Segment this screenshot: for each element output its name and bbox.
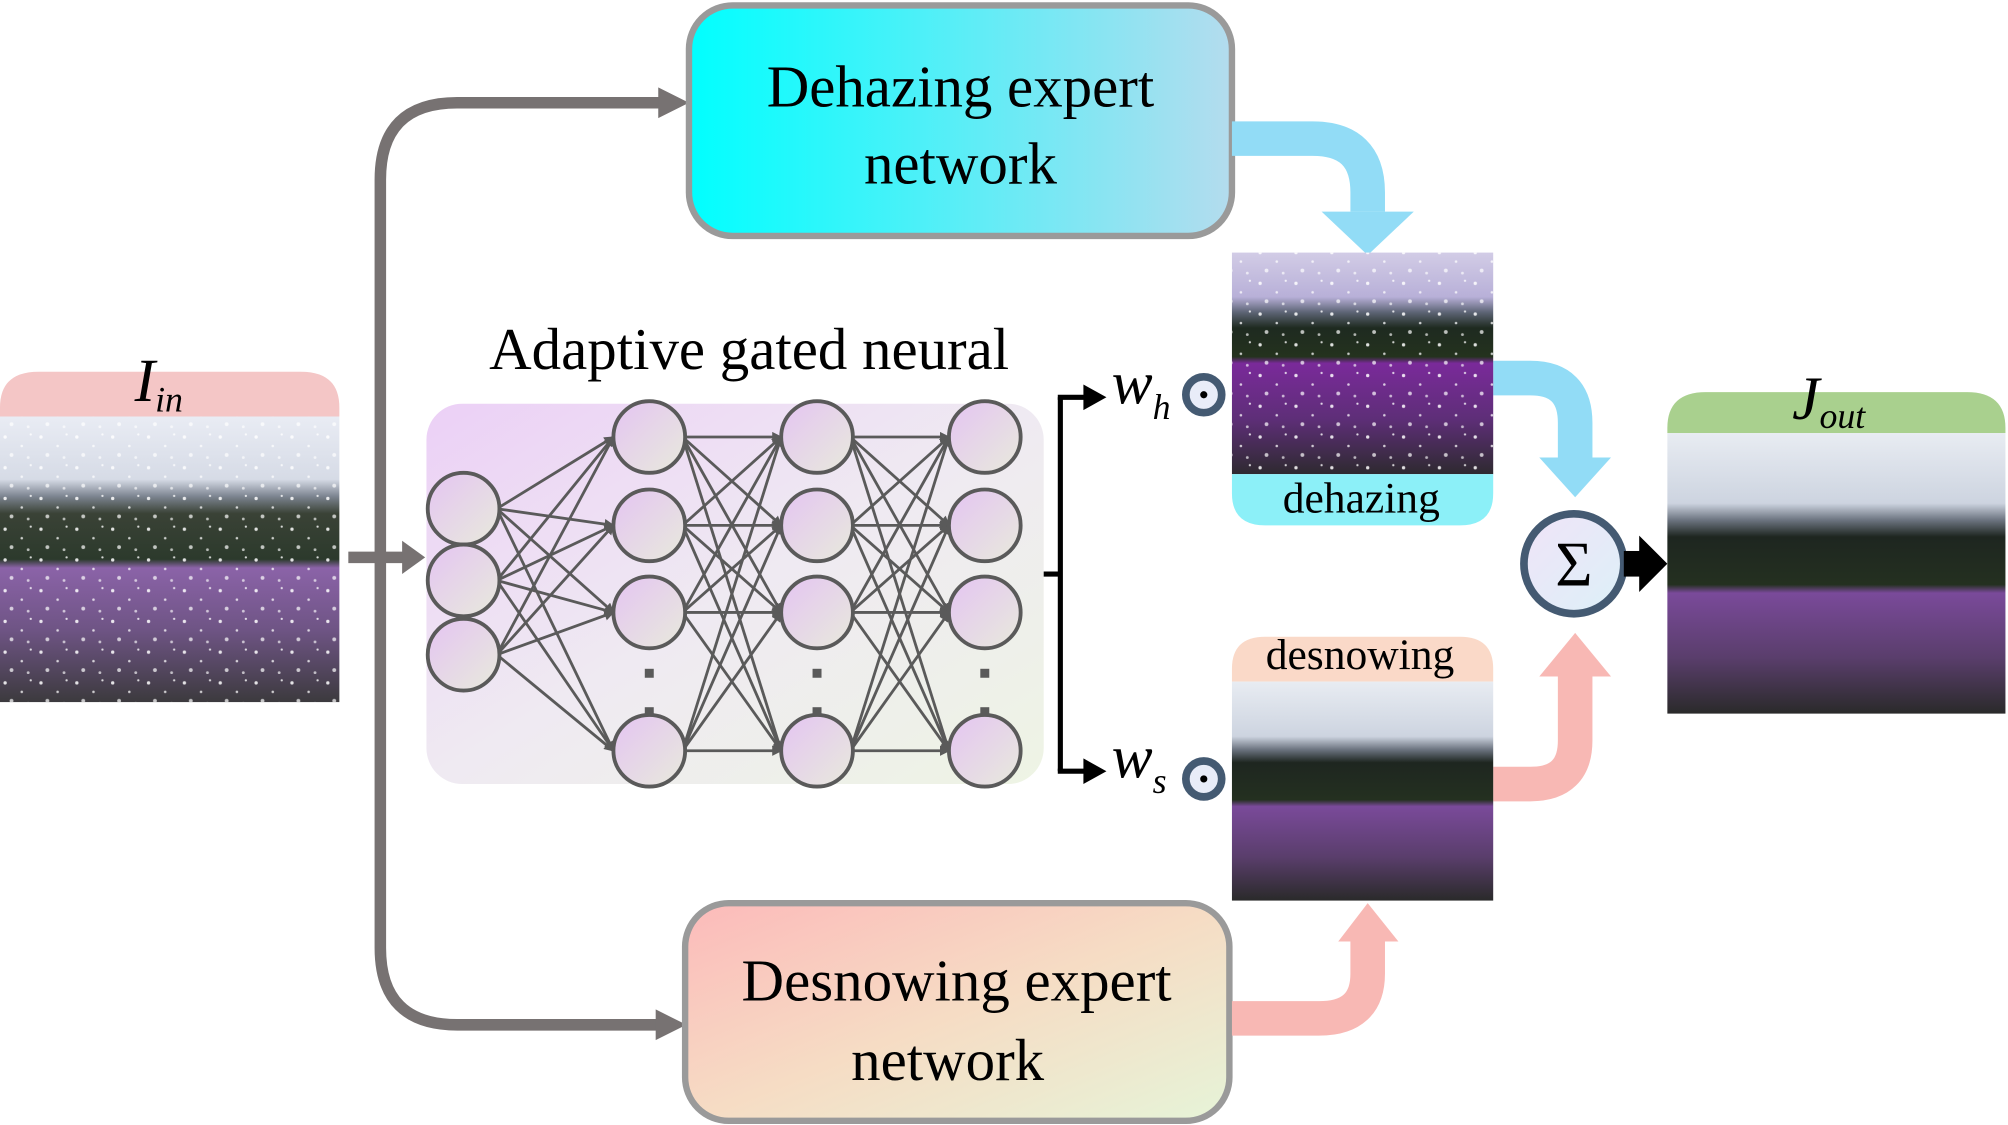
arrowhead-to-desnowing — [655, 1009, 687, 1041]
route-to-desnowing — [374, 557, 664, 1031]
dehazing-expert-label-line1: Dehazing expert — [767, 55, 1155, 120]
nn-edge — [496, 507, 615, 530]
nn-edge — [495, 507, 615, 614]
arrowhead-ws — [1083, 758, 1107, 785]
nn-node — [947, 574, 1023, 651]
output-photo — [1667, 433, 2006, 714]
dehazing-flow-arrows — [1231, 121, 1593, 462]
nn-edge — [848, 435, 952, 752]
hadamard-operator-snow — [1182, 757, 1226, 801]
nn-node — [611, 574, 688, 651]
nn-ellipsis-dot — [812, 707, 822, 717]
nn-node — [779, 399, 855, 475]
weight-haze: wh — [1112, 350, 1171, 427]
nn-node — [611, 399, 688, 475]
nn-node — [611, 487, 688, 564]
route-to-dehazing — [374, 96, 666, 558]
sum-to-output-shaft — [1623, 550, 1642, 577]
nn-node — [779, 574, 855, 651]
output-label-tab — [1667, 392, 2006, 434]
desnowing-output-label: desnowing — [1266, 631, 1455, 679]
desnowing-output-panel: desnowing — [1231, 631, 1494, 901]
desnowing-expert-label-line2: network — [851, 1028, 1045, 1093]
nn-node — [947, 399, 1023, 475]
nn-node — [947, 712, 1023, 789]
nn-edge — [496, 610, 615, 657]
dehazing-output-snow-overlay — [1231, 252, 1494, 475]
nn-edge — [496, 524, 615, 582]
nn-node — [947, 487, 1023, 564]
nn-edge — [496, 435, 615, 510]
input-image-panel: Iin — [0, 347, 340, 703]
weight-snow: ws — [1112, 724, 1167, 801]
nn-node — [425, 616, 502, 693]
desnowing-expert-label-line1: Desnowing expert — [742, 948, 1173, 1013]
desnowing-flow-arrows — [1231, 666, 1593, 1036]
dehazing-expert-box[interactable]: Dehazing expert network — [685, 2, 1236, 240]
desnowing-output-label-tab — [1231, 636, 1494, 682]
nn-edge — [495, 524, 615, 656]
dehazing-expert-label-line2: network — [864, 131, 1058, 196]
arrowhead-to-output — [1639, 535, 1668, 592]
arrowhead-to-dehazing-output — [1321, 211, 1414, 256]
gating-network-title: Adaptive gated neural — [489, 317, 1009, 382]
desnowing-output-photo — [1231, 681, 1494, 901]
nn-node — [779, 487, 855, 564]
nn-node — [425, 542, 502, 619]
nn-edge — [681, 524, 783, 614]
nn-edge — [849, 524, 951, 752]
sum-node: Σ — [1520, 509, 1628, 618]
arrowhead-to-dehazing — [658, 87, 689, 119]
nn-node — [425, 470, 502, 547]
nn-edge — [496, 579, 615, 616]
output-image-panel: Jout — [1667, 365, 2006, 714]
input-photo-snow-overlay — [0, 416, 340, 703]
nn-edge — [849, 524, 950, 614]
arrowhead-to-desnowing-output — [1338, 903, 1399, 942]
nn-edge — [849, 435, 951, 614]
input-label-tab — [0, 371, 340, 417]
output-symbol: Jout — [1792, 365, 1866, 436]
nn-ellipsis-dots — [644, 668, 990, 717]
nn-edge — [495, 508, 615, 752]
nn-ellipsis-dot — [980, 707, 990, 717]
nn-node — [779, 712, 855, 789]
nn-edge — [495, 653, 615, 752]
nn-node — [611, 712, 688, 789]
arrowhead-wh — [1083, 384, 1107, 411]
nn-edge — [681, 435, 783, 527]
hadamard-operator-haze — [1182, 372, 1226, 417]
dehazing-output-label-tab — [1231, 474, 1494, 526]
gate-output-bracket — [1043, 394, 1086, 774]
nn-ellipsis-dot — [644, 668, 654, 678]
nn-connections — [495, 431, 952, 756]
nn-edge — [849, 435, 950, 527]
nn-edge — [681, 435, 784, 752]
nn-nodes — [425, 399, 1023, 789]
sum-symbol: Σ — [1555, 529, 1592, 600]
nn-edge — [681, 524, 783, 752]
nn-edge — [495, 436, 615, 582]
nn-edge — [495, 435, 615, 656]
nn-edge — [849, 611, 951, 752]
nn-ellipsis-dot — [980, 668, 990, 678]
nn-ellipsis-dot — [644, 707, 654, 717]
dehazing-output-label: dehazing — [1283, 475, 1440, 523]
gating-network-panel[interactable] — [425, 399, 1044, 789]
nn-edge — [681, 435, 783, 614]
desnowing-expert-box[interactable]: Desnowing expert network — [681, 899, 1233, 1125]
arrowhead-to-sum-bottom — [1539, 632, 1612, 677]
arrowhead-to-gating — [402, 540, 426, 575]
arrowhead-to-sum-top — [1539, 457, 1612, 498]
nn-edge — [495, 579, 615, 752]
input-routing-arrows — [348, 96, 666, 1031]
input-symbol: Iin — [134, 347, 183, 419]
nn-ellipsis-dot — [812, 668, 822, 678]
nn-edge — [681, 611, 783, 752]
dehazing-output-panel: dehazing — [1231, 252, 1494, 526]
